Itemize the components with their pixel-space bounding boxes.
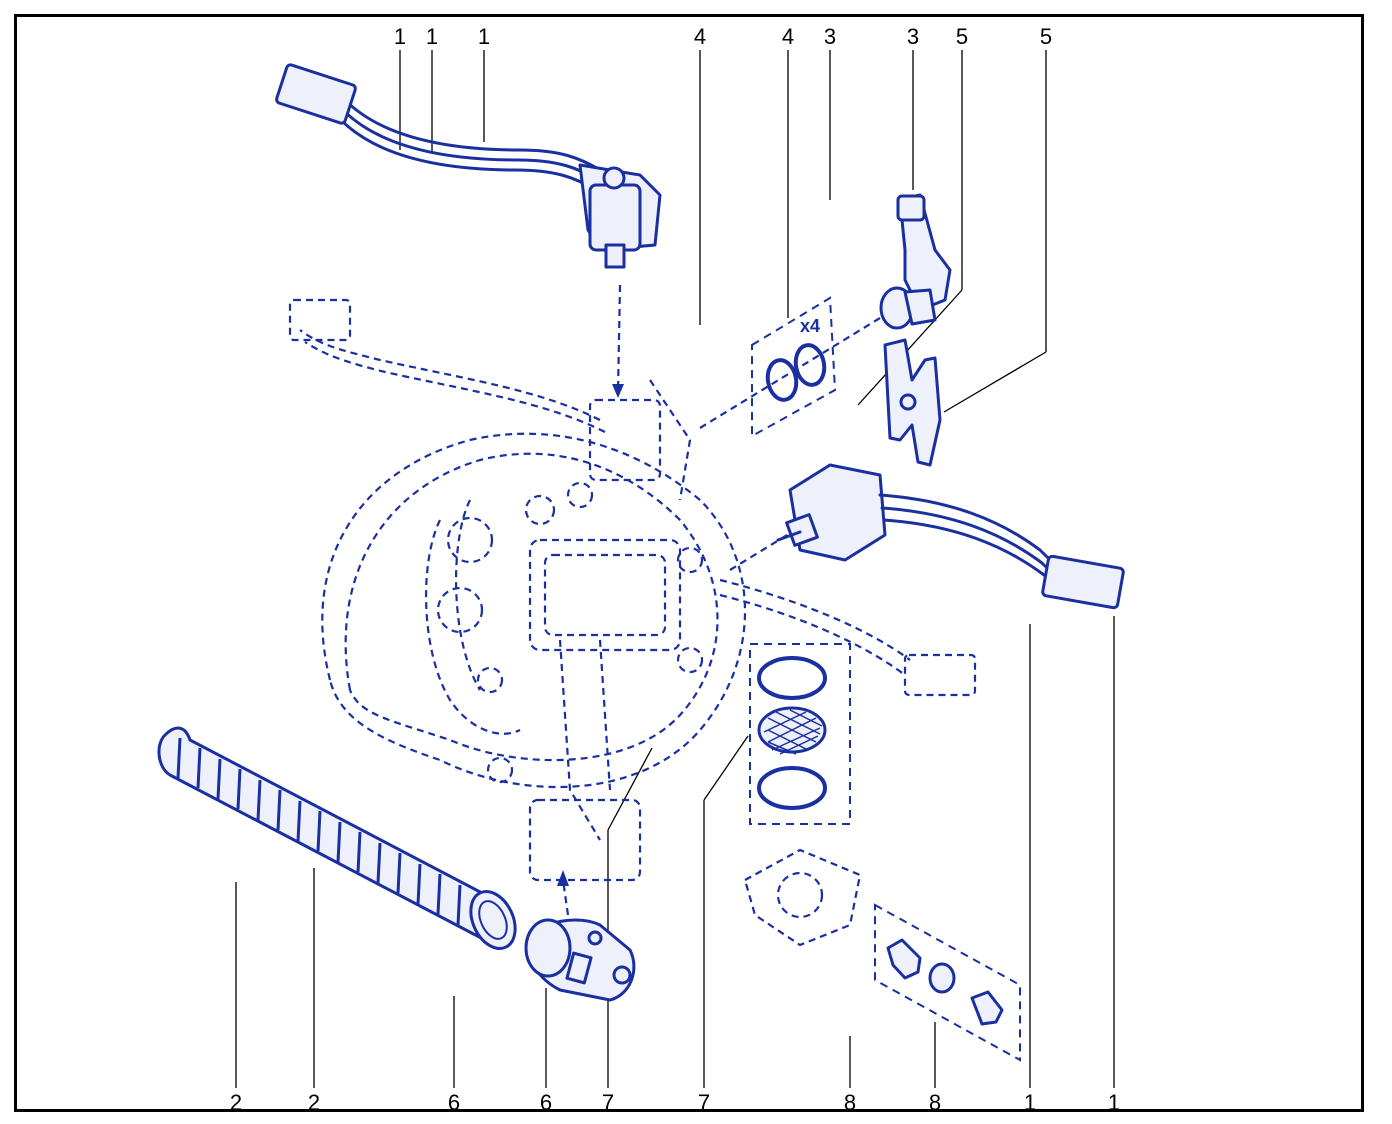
- callout-label: 6: [540, 1090, 552, 1115]
- callout-label: 4: [782, 24, 794, 49]
- callout-label: 7: [698, 1090, 710, 1115]
- drive-coupling: [524, 918, 636, 1002]
- callout-label: 1: [1024, 1090, 1036, 1115]
- callout-label: 1: [426, 24, 438, 49]
- callout-label: 4: [694, 24, 706, 49]
- retaining-clip: [883, 338, 942, 467]
- solenoid-valve-upper: [275, 63, 662, 269]
- filter-set-box: [749, 643, 851, 825]
- cover-plate: [743, 848, 862, 947]
- callout-label: 8: [929, 1090, 941, 1115]
- fasteners-box: [874, 903, 1021, 1062]
- callout-label: 6: [448, 1090, 460, 1115]
- callout-label: 7: [602, 1090, 614, 1115]
- callout-label: 2: [308, 1090, 320, 1115]
- o-ring-set-box: x4: [751, 296, 837, 438]
- corrugated-hose: [157, 726, 517, 950]
- callout-label: 5: [1040, 24, 1052, 49]
- leader-lines-bottom: [235, 616, 1115, 1088]
- assembly-arrows: [557, 284, 881, 916]
- callout-label: 8: [844, 1090, 856, 1115]
- callout-label: 2: [230, 1090, 242, 1115]
- callout-label: 5: [956, 24, 968, 49]
- callout-label: 1: [394, 24, 406, 49]
- diagram-frame: [14, 14, 1364, 1112]
- quantity-mark: x4: [800, 316, 820, 336]
- solenoid-valve-lower: [776, 463, 1125, 610]
- callout-label: 1: [1108, 1090, 1120, 1115]
- callout-label: 3: [824, 24, 836, 49]
- leader-lines-top: [399, 50, 1047, 413]
- elbow-fitting: [879, 193, 952, 330]
- pump-body-outline: [288, 298, 977, 882]
- callout-label: 1: [478, 24, 490, 49]
- callout-label: 3: [907, 24, 919, 49]
